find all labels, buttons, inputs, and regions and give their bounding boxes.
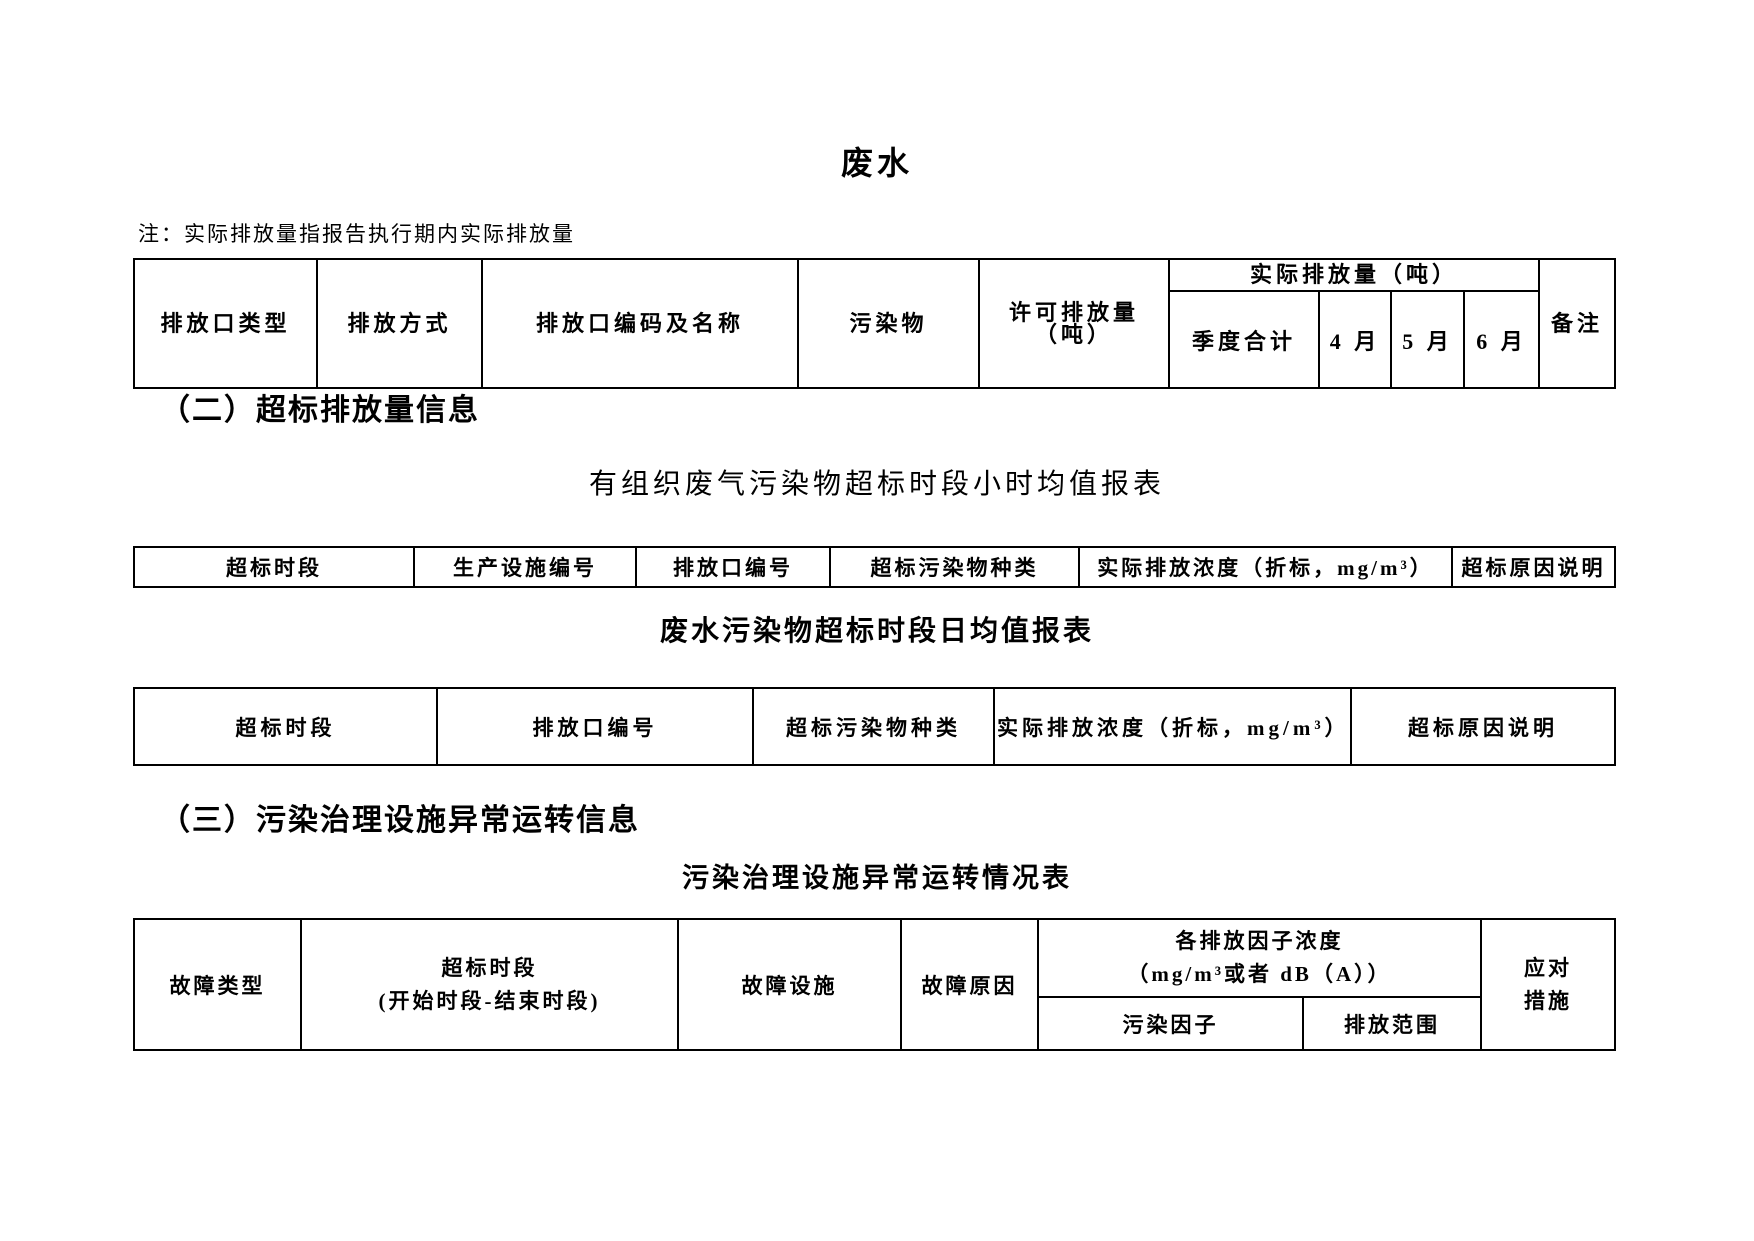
exceed-period-line1: 超标时段 [441, 955, 538, 980]
col-pollution-factor: 污染因子 [1037, 996, 1304, 1051]
col-actual-concentration: 实际排放浓度（折标，mg/m³） [1078, 546, 1453, 588]
col-exceed-period: 超标时段 [133, 687, 438, 766]
col-exceed-period: 超标时段 [133, 546, 415, 588]
hourly-exceedance-table: 超标时段 生产设施编号 排放口编号 超标污染物种类 实际排放浓度（折标，mg/m… [133, 546, 1616, 588]
abnormal-operation-table: 故障类型 超标时段 (开始时段-结束时段) 故障设施 故障原因 各排放因子浓度 … [133, 918, 1616, 1051]
factor-concentration-line2: （mg/m³或者 dB（A）） [1127, 962, 1392, 986]
col-discharge-mode: 排放方式 [316, 258, 483, 389]
hourly-table-title: 有组织废气污染物超标时段小时均值报表 [588, 469, 1165, 500]
section-3-heading: （三）污染治理设施异常运转信息 [160, 804, 640, 837]
col-fault-facility: 故障设施 [677, 918, 902, 1051]
col-response-measures: 应对 措施 [1480, 918, 1616, 1051]
exceed-period-line2: (开始时段-结束时段) [378, 988, 601, 1013]
col-discharge-range: 排放范围 [1302, 996, 1482, 1051]
col-exceed-period: 超标时段 (开始时段-结束时段) [300, 918, 679, 1051]
col-fault-type: 故障类型 [133, 918, 302, 1051]
response-line1: 应对 [1524, 955, 1572, 980]
note-text: 注：实际排放量指报告执行期内实际排放量 [138, 222, 575, 246]
col-exceed-reason: 超标原因说明 [1350, 687, 1616, 766]
page-title: 废水 [840, 145, 913, 181]
col-facility-code: 生产设施编号 [413, 546, 637, 588]
daily-exceedance-table: 超标时段 排放口编号 超标污染物种类 实际排放浓度（折标，mg/m³） 超标原因… [133, 687, 1616, 766]
col-actual-concentration: 实际排放浓度（折标，mg/m³） [993, 687, 1352, 766]
col-outlet-code: 排放口编号 [635, 546, 831, 588]
response-line2: 措施 [1524, 988, 1572, 1013]
factor-concentration-line1: 各排放因子浓度 [1175, 929, 1344, 954]
col-pollutant-type: 超标污染物种类 [752, 687, 995, 766]
section-2-heading: （二）超标排放量信息 [160, 394, 480, 427]
col-june: 6 月 [1462, 290, 1541, 389]
col-april: 4 月 [1318, 290, 1392, 389]
col-outlet-code-name: 排放口编码及名称 [481, 258, 799, 389]
col-outlet-code: 排放口编号 [436, 687, 754, 766]
col-may: 5 月 [1390, 290, 1465, 389]
col-remark: 备注 [1538, 258, 1617, 389]
col-pollutant-type: 超标污染物种类 [829, 546, 1080, 588]
col-pollutant: 污染物 [797, 258, 980, 389]
emission-amount-table: 排放口类型 排放方式 排放口编码及名称 污染物 许可排放量（吨） 实际排放量（吨… [133, 258, 1617, 389]
col-quarter-total: 季度合计 [1168, 290, 1320, 389]
col-outlet-type: 排放口类型 [133, 258, 318, 389]
group-actual-amount: 实际排放量（吨） [1167, 258, 1541, 292]
group-factor-concentration: 各排放因子浓度 （mg/m³或者 dB（A）） [1037, 918, 1482, 998]
abnormal-table-title: 污染治理设施异常运转情况表 [682, 863, 1072, 893]
col-fault-reason: 故障原因 [900, 918, 1039, 1051]
col-exceed-reason: 超标原因说明 [1451, 546, 1616, 588]
col-permitted-amount: 许可排放量（吨） [978, 258, 1170, 389]
daily-table-title: 废水污染物超标时段日均值报表 [659, 616, 1094, 647]
